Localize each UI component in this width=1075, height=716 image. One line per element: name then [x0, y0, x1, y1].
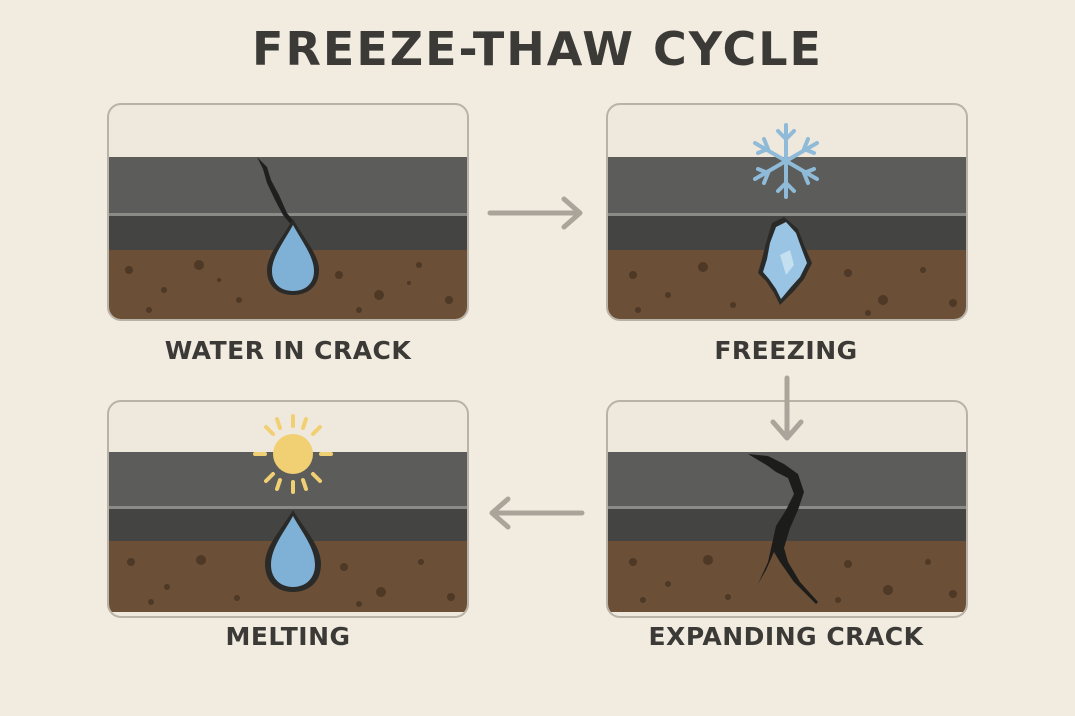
expanding-crack [748, 454, 818, 604]
freezing-illustration [608, 123, 966, 319]
label-expanding-crack: EXPANDING CRACK [648, 622, 924, 651]
label-melting: MELTING [225, 622, 351, 651]
expanding-crack-illustration [608, 452, 966, 612]
panel-melting [107, 400, 469, 618]
water-drop-icon [272, 225, 314, 291]
arrow-right-icon [487, 196, 583, 230]
water-drop-icon [271, 516, 315, 587]
panel-water-in-crack [107, 103, 469, 321]
label-freezing: FREEZING [714, 336, 858, 365]
sun-icon [253, 414, 333, 494]
diagram-title: FREEZE-THAW CYCLE [252, 22, 823, 76]
snowflake-icon [753, 123, 819, 199]
melting-illustration [109, 414, 467, 612]
water-in-crack-illustration [109, 157, 467, 319]
arrow-down-icon [770, 375, 804, 441]
arrow-left-icon [489, 496, 585, 530]
panel-freezing [606, 103, 968, 321]
label-water-in-crack: WATER IN CRACK [164, 336, 412, 365]
crack [257, 157, 295, 227]
